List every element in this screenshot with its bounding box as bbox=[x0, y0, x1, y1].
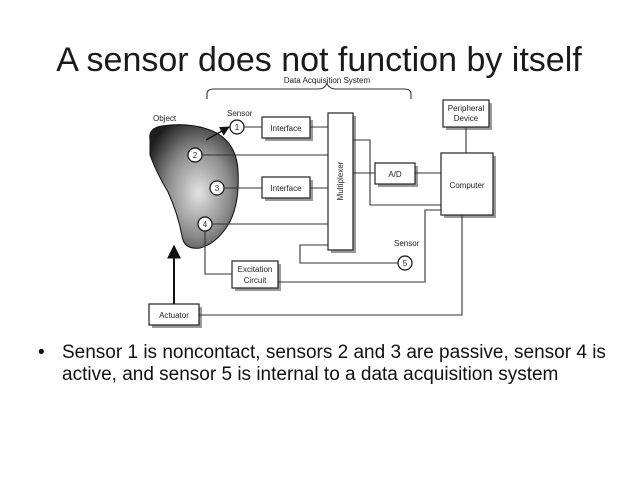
sensor-5-number: 5 bbox=[403, 259, 408, 268]
interface-1-label: Interface bbox=[270, 124, 302, 133]
daq-label: Data Acquisition System bbox=[284, 76, 371, 85]
sensor1-arrow bbox=[205, 126, 230, 141]
sensor1-label: Sensor bbox=[227, 109, 253, 118]
slide-title: A sensor does not function by itself bbox=[56, 41, 582, 79]
sensor5-label: Sensor bbox=[394, 239, 420, 248]
bullet-dot: • bbox=[38, 342, 45, 363]
bullet-item: • Sensor 1 is noncontact, sensors 2 and … bbox=[38, 342, 618, 386]
peripheral-label-line1: Peripheral bbox=[448, 104, 485, 113]
computer-box bbox=[440, 152, 494, 216]
computer-label: Computer bbox=[449, 181, 484, 190]
multiplexer-label: Multiplexer bbox=[336, 161, 345, 200]
daq-bracket bbox=[206, 81, 412, 99]
ad-label: A/D bbox=[388, 170, 402, 179]
peripheral-label-line2: Device bbox=[454, 114, 479, 123]
actuator-label: Actuator bbox=[159, 311, 189, 320]
sensor-3-number: 3 bbox=[215, 184, 220, 193]
sensor-2-number: 2 bbox=[193, 151, 198, 160]
interface-2-label: Interface bbox=[270, 184, 302, 193]
object-shape bbox=[149, 124, 239, 249]
object-label: Object bbox=[153, 114, 177, 123]
signal-wires bbox=[199, 126, 467, 316]
excitation-label-line1: Excitation bbox=[238, 265, 273, 274]
multiplexer-box bbox=[327, 112, 354, 251]
peripheral-device-box bbox=[442, 99, 490, 128]
excitation-label-line2: Circuit bbox=[244, 276, 267, 285]
sensor-1-number: 1 bbox=[235, 123, 240, 132]
bullet-list: • Sensor 1 is noncontact, sensors 2 and … bbox=[38, 342, 618, 386]
bullet-text: Sensor 1 is noncontact, sensors 2 and 3 … bbox=[62, 342, 606, 385]
sensor-4-number: 4 bbox=[203, 220, 208, 229]
